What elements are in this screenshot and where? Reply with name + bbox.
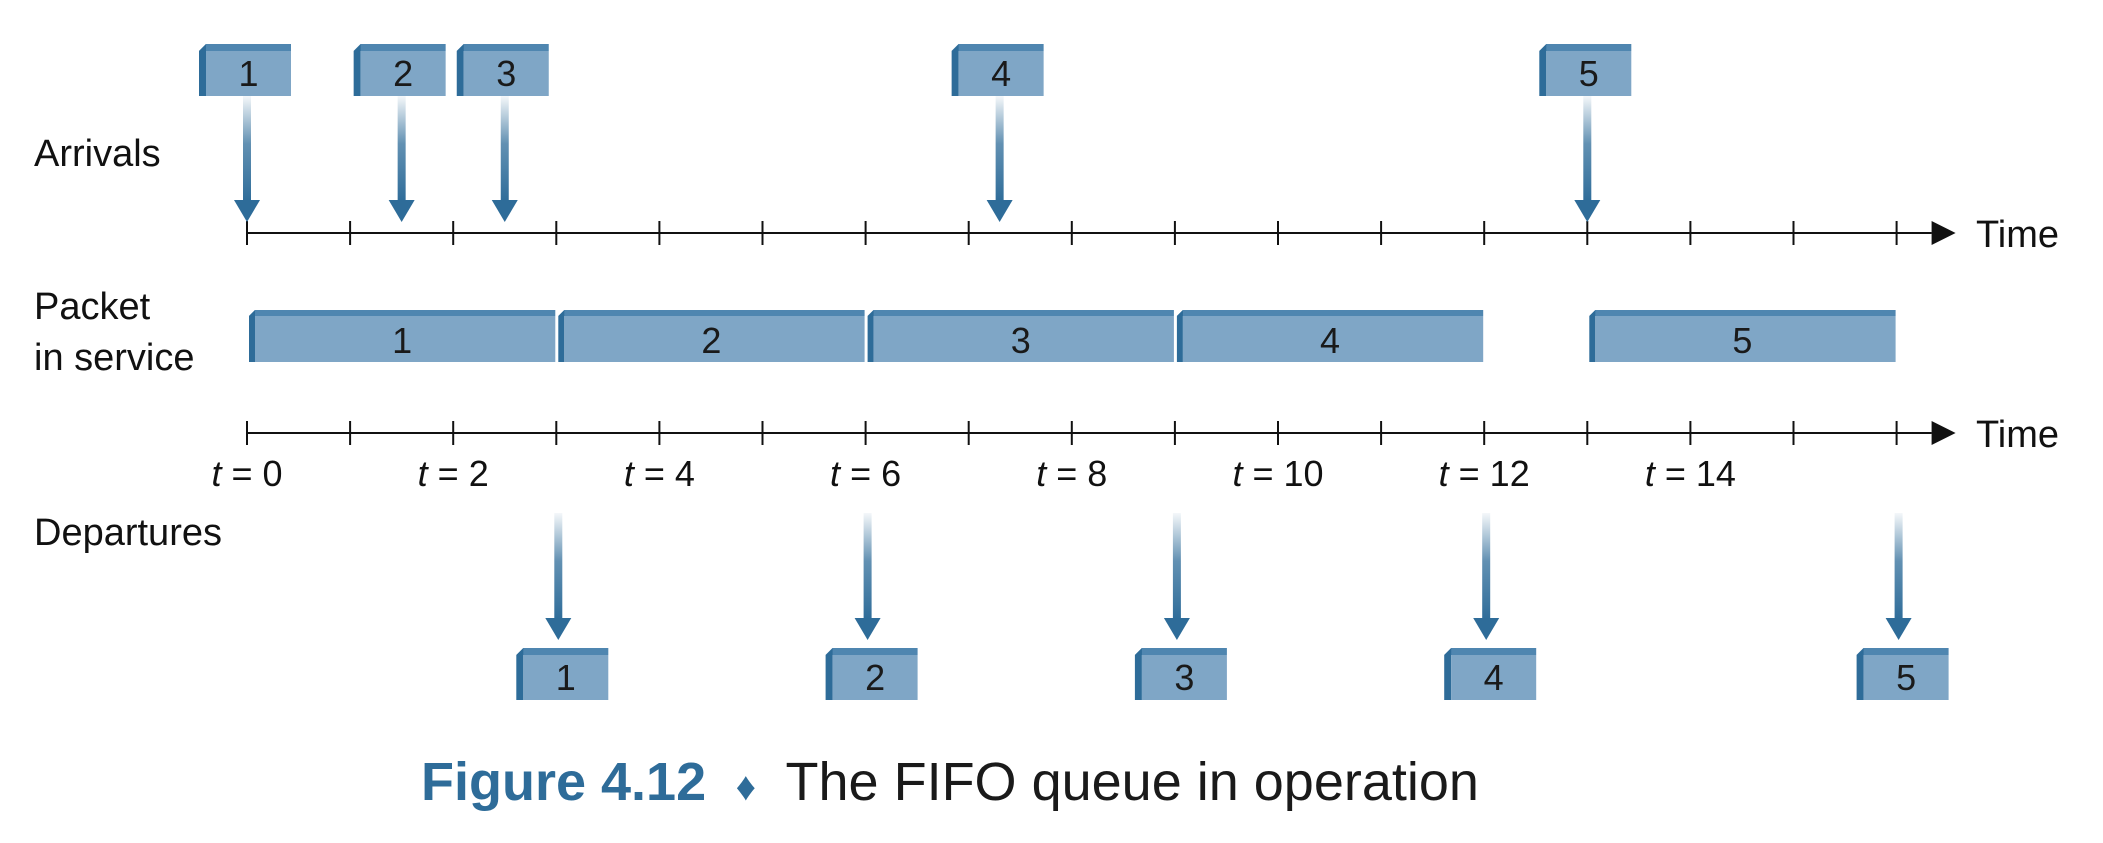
departure-arrow-3 bbox=[1172, 513, 1181, 620]
figure-number: Figure 4.12 bbox=[421, 752, 706, 812]
departure-packet-1: 1 bbox=[516, 648, 609, 700]
caption-text: The FIFO queue in operation bbox=[786, 752, 1479, 812]
departure-packet-4-label: 4 bbox=[1484, 657, 1504, 698]
service-bar-5: 5 bbox=[1589, 310, 1896, 362]
arrival-packet-2: 2 bbox=[353, 44, 446, 96]
arrival-packet-4: 4 bbox=[951, 44, 1044, 96]
tick-label: t = 4 bbox=[624, 453, 695, 494]
tick-label: t = 0 bbox=[211, 453, 282, 494]
arrival-arrow-1-head bbox=[234, 200, 260, 222]
departure-packet-2-label: 2 bbox=[865, 657, 885, 698]
arrival-arrow-4 bbox=[995, 96, 1004, 202]
service-bar-label-3: 3 bbox=[1011, 320, 1031, 361]
service-group: 1 2 3 4 5 bbox=[249, 310, 1896, 362]
tick-labels: t = 0 t = 2 t = 4 t = 6 t = 8 t = 10 t = 12 t =… bbox=[211, 453, 1735, 494]
arrival-arrow-3-head bbox=[491, 200, 518, 222]
departure-packet-1-label: 1 bbox=[556, 657, 576, 698]
arrival-arrow-1 bbox=[243, 96, 251, 202]
departure-arrow-4-head bbox=[1473, 618, 1500, 640]
time-label-top: Time bbox=[1976, 214, 2059, 256]
departures-label: Departures bbox=[34, 512, 222, 554]
service-bar-label-5: 5 bbox=[1732, 320, 1752, 361]
tick-label: t = 2 bbox=[418, 453, 489, 494]
tick-label: t = 12 bbox=[1439, 453, 1530, 494]
departure-arrow-1 bbox=[554, 513, 563, 620]
service-bar-2: 2 bbox=[558, 310, 865, 362]
arrival-packet-5-label: 5 bbox=[1579, 53, 1599, 94]
departure-arrow-5 bbox=[1894, 513, 1903, 620]
arrival-arrow-2 bbox=[397, 96, 406, 202]
arrival-arrow-4-head bbox=[986, 200, 1013, 222]
service-bar-4: 4 bbox=[1176, 310, 1484, 362]
departure-packet-5: 5 bbox=[1856, 648, 1949, 700]
arrival-packet-1-label: 1 bbox=[238, 53, 258, 94]
service-bar-1: 1 bbox=[249, 310, 556, 362]
departure-arrow-2-head bbox=[854, 618, 881, 640]
departure-arrow-5-head bbox=[1885, 618, 1912, 640]
departure-packet-5-label: 5 bbox=[1896, 657, 1916, 698]
departure-arrow-1-head bbox=[545, 618, 572, 640]
service-bar-label-4: 4 bbox=[1320, 320, 1340, 361]
arrivals-group: 1 2 3 4 5 bbox=[199, 44, 1632, 222]
departures-group: 1 2 3 4 5 bbox=[516, 513, 1949, 700]
service-time-axis bbox=[246, 421, 1956, 445]
arrival-arrow-3 bbox=[500, 96, 509, 202]
departure-packet-3-label: 3 bbox=[1174, 657, 1194, 698]
arrival-packet-3-label: 3 bbox=[496, 53, 516, 94]
tick-label: t = 10 bbox=[1232, 453, 1323, 494]
arrivals-time-axis bbox=[246, 221, 1956, 245]
service-axis-arrowhead bbox=[1931, 421, 1956, 445]
arrival-packet-3: 3 bbox=[456, 44, 549, 96]
departure-arrow-4 bbox=[1482, 513, 1491, 620]
arrival-arrow-5-head bbox=[1574, 200, 1601, 222]
service-bar-3: 3 bbox=[867, 310, 1174, 362]
packet-in-service-label-line1: Packet bbox=[34, 286, 151, 328]
arrival-arrow-2-head bbox=[388, 200, 415, 222]
tick-label: t = 6 bbox=[830, 453, 901, 494]
packet-in-service-label-line2: in service bbox=[34, 337, 195, 379]
tick-label: t = 14 bbox=[1645, 453, 1736, 494]
arrivals-axis-arrowhead bbox=[1931, 221, 1956, 245]
service-bar-label-2: 2 bbox=[701, 320, 721, 361]
arrivals-label: Arrivals bbox=[34, 133, 161, 175]
arrival-arrow-5 bbox=[1583, 96, 1592, 202]
caption-separator: ♦ bbox=[736, 765, 756, 809]
arrival-packet-4-label: 4 bbox=[991, 53, 1011, 94]
departure-packet-2: 2 bbox=[825, 648, 918, 700]
arrival-packet-2-label: 2 bbox=[393, 53, 413, 94]
service-bar-label-1: 1 bbox=[392, 320, 412, 361]
departure-packet-4: 4 bbox=[1444, 648, 1537, 700]
arrival-packet-1: 1 bbox=[199, 44, 291, 96]
tick-label: t = 8 bbox=[1036, 453, 1107, 494]
departure-arrow-2 bbox=[863, 513, 872, 620]
arrival-packet-5: 5 bbox=[1539, 44, 1632, 96]
time-label-bottom: Time bbox=[1976, 414, 2059, 456]
departure-packet-3: 3 bbox=[1134, 648, 1227, 700]
departure-arrow-3-head bbox=[1163, 618, 1190, 640]
figure-caption: Figure 4.12 ♦ The FIFO queue in operatio… bbox=[421, 752, 1479, 812]
